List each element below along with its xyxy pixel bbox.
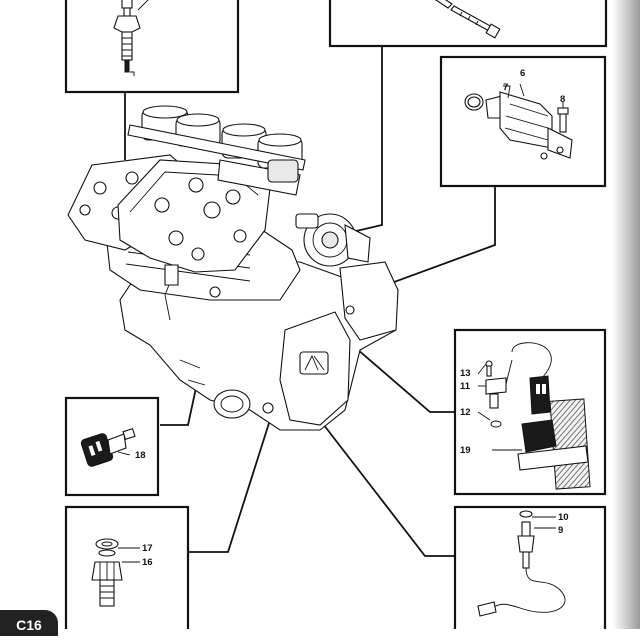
callout-16: 16 (142, 557, 153, 568)
pressure-switch-icon (91, 538, 140, 607)
box-starter-relay: 6 7 8 (439, 55, 607, 188)
intake-throttle-bodies (127, 105, 306, 196)
engine-assembly (67, 105, 399, 431)
box-crank-sensor: 13 11 12 19 (453, 328, 607, 496)
callout-18: 18 (135, 450, 146, 461)
crank-sensor-icon (477, 342, 591, 490)
callout-10: 10 (558, 512, 569, 523)
box-temp-sensor: 18 (64, 396, 160, 497)
box-oil-pressure-switch: 17 16 (64, 505, 190, 629)
spark-plug-icon (113, 0, 149, 76)
callout-9: 9 (558, 525, 563, 536)
callout-13: 13 (460, 368, 471, 379)
page-edge-shadow (612, 0, 640, 629)
page-number-badge: C16 (0, 610, 58, 636)
callout-17: 17 (142, 543, 153, 554)
callout-19: 19 (460, 445, 471, 456)
callout-7: 7 (503, 82, 508, 93)
box-lead-sensor: 10 9 (453, 505, 607, 629)
callout-11: 11 (460, 381, 471, 392)
relay-icon (464, 83, 573, 160)
temp-sensor-icon (80, 427, 136, 467)
leader-lines (124, 46, 496, 557)
bolt-icon (435, 0, 501, 39)
callout-8: 8 (560, 94, 565, 105)
callout-12: 12 (460, 407, 471, 418)
box-bolt (328, 0, 608, 48)
callout-6: 6 (520, 68, 525, 79)
lead-sensor-icon (477, 510, 566, 617)
starter-unit (295, 213, 371, 267)
box-spark-plug (64, 0, 240, 94)
